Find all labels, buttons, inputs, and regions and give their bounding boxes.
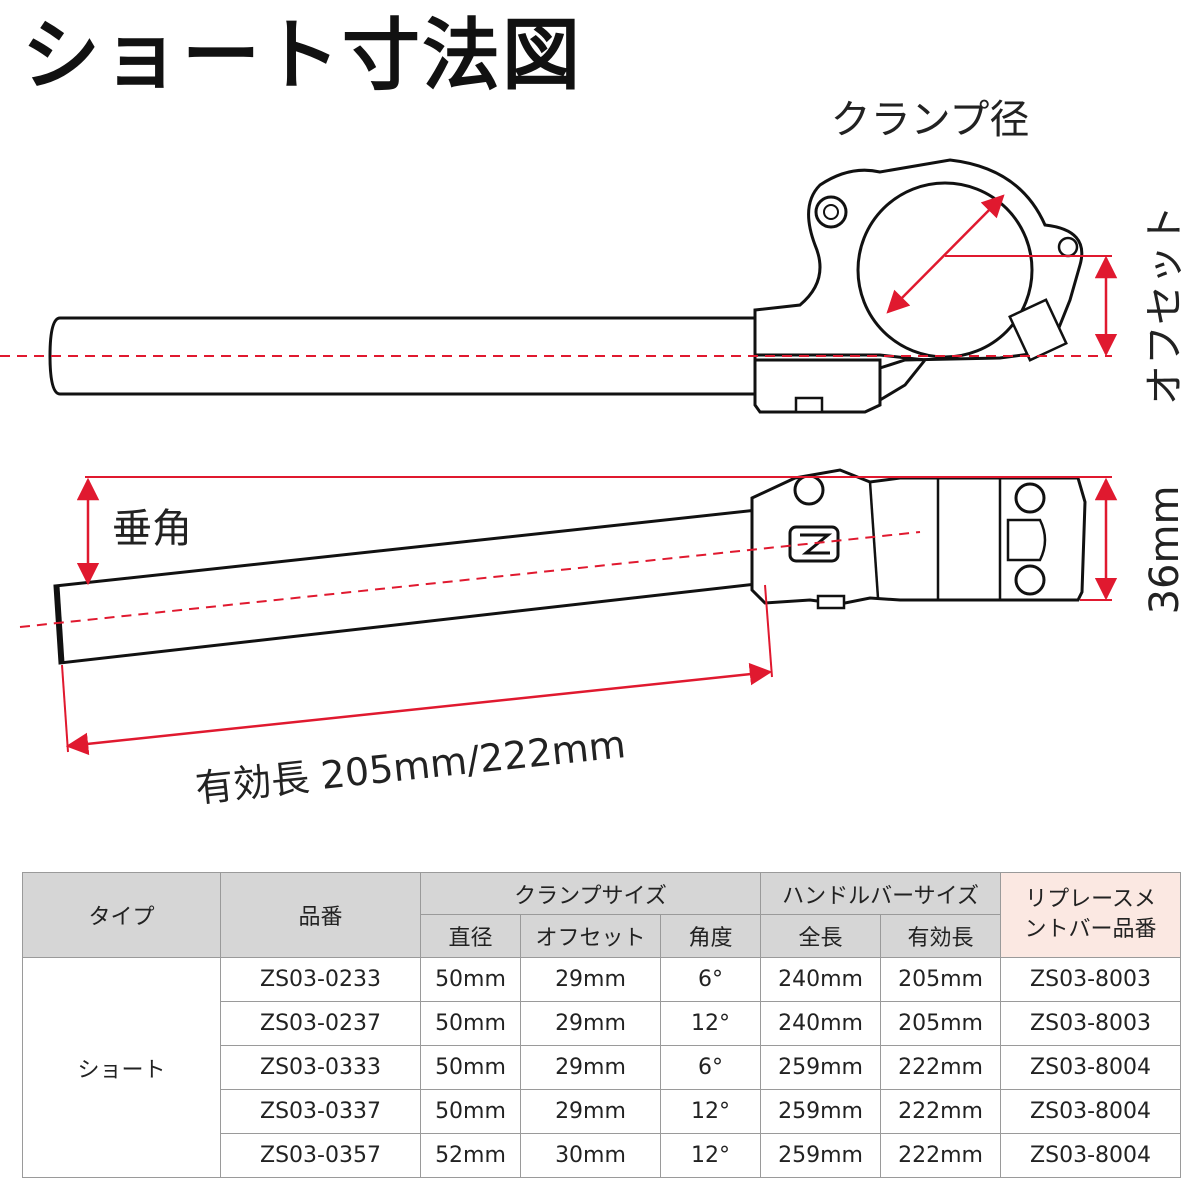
header-offset: オフセット <box>520 914 661 958</box>
part-no-cell: ZS03-0333 <box>220 1045 421 1090</box>
header-replacement-line1: リプレースメ <box>1025 887 1156 912</box>
side-bolt-top-right <box>1014 482 1046 514</box>
effective-length-label: 有効長 205mm/222mm <box>193 722 627 811</box>
diameter-cell: 50mm <box>420 1089 521 1134</box>
page-title: ショート寸法図 <box>22 11 583 101</box>
offset-cell: 30mm <box>520 1133 661 1178</box>
header-diameter: 直径 <box>420 914 521 958</box>
offset-cell: 29mm <box>520 1001 661 1046</box>
table-row: ZS03-0357 52mm 30mm 12° 259mm 222mm ZS03… <box>23 1133 1182 1178</box>
angle-cell: 12° <box>659 1133 762 1178</box>
offset-label: オフセット <box>1142 205 1188 405</box>
part-no-cell: ZS03-0233 <box>220 957 421 1002</box>
effective-length-cell: 222mm <box>880 1089 1002 1134</box>
header-type: タイプ <box>22 872 221 958</box>
dimension-diagram: クランプ径 オフセット 垂角 36mm 有効長 205mm/2 <box>0 97 1188 811</box>
angle-cell: 6° <box>659 957 762 1002</box>
diameter-cell: 52mm <box>420 1133 521 1178</box>
replacement-cell: ZS03-8004 <box>1000 1133 1182 1178</box>
replacement-cell: ZS03-8004 <box>1000 1089 1182 1134</box>
angle-cell: 12° <box>659 1089 762 1134</box>
pinch-bolt <box>1008 298 1068 362</box>
effective-length-cell: 205mm <box>880 957 1002 1002</box>
replacement-cell: ZS03-8003 <box>1000 957 1182 1002</box>
effective-length-cell: 205mm <box>880 1001 1002 1046</box>
effective-length-arrow <box>65 662 773 756</box>
side-view: 垂角 36mm 有効長 205mm/222mm <box>19 468 1188 811</box>
total-length-cell: 259mm <box>760 1133 882 1178</box>
header-part-no: 品番 <box>220 872 421 958</box>
top-view: クランプ径 オフセット <box>0 97 1188 414</box>
pivot-bolt-inner <box>823 204 839 220</box>
logo-badge <box>788 525 840 563</box>
header-effective-length: 有効長 <box>880 914 1002 958</box>
bottom-bolt <box>794 396 824 414</box>
side-clamp-groove <box>1006 518 1047 562</box>
diameter-cell: 50mm <box>420 1001 521 1046</box>
height-label: 36mm <box>1142 486 1188 615</box>
side-bolt-top-left <box>793 474 825 506</box>
clamp-diameter-label: クランプ径 <box>831 97 1030 143</box>
part-no-cell: ZS03-0337 <box>220 1089 421 1134</box>
offset-cell: 29mm <box>520 1089 661 1134</box>
type-cell: ショート <box>22 957 221 1178</box>
spec-table: タイプ 品番 クランプサイズ ハンドルバーサイズ リプレースメ ントバー品番 直… <box>22 872 1182 1178</box>
angle-cell: 12° <box>659 1001 762 1046</box>
replacement-cell: ZS03-8004 <box>1000 1045 1182 1090</box>
length-ext-right <box>764 584 773 678</box>
clamp-diameter-arrow <box>886 194 1005 314</box>
diameter-cell: 50mm <box>420 957 521 1002</box>
header-replacement-line2: ントバー品番 <box>1024 917 1157 942</box>
total-length-cell: 259mm <box>760 1045 882 1090</box>
part-no-cell: ZS03-0357 <box>220 1133 421 1178</box>
length-ext-left <box>61 664 69 753</box>
top-tube <box>48 316 757 396</box>
effective-length-cell: 222mm <box>880 1045 1002 1090</box>
side-bottom-bolt <box>816 594 846 610</box>
drop-angle-label: 垂角 <box>112 506 192 552</box>
header-total-length: 全長 <box>760 914 882 958</box>
total-length-cell: 259mm <box>760 1089 882 1134</box>
header-replacement-bar: リプレースメ ントバー品番 <box>1000 872 1182 958</box>
part-no-cell: ZS03-0237 <box>220 1001 421 1046</box>
replacement-cell: ZS03-8003 <box>1000 1001 1182 1046</box>
total-length-cell: 240mm <box>760 957 882 1002</box>
header-clamp-size: クランプサイズ <box>419 872 762 915</box>
table-row: ZS03-0237 50mm 29mm 12° 240mm 205mm ZS03… <box>23 1001 1182 1046</box>
clamp-bore <box>856 181 1034 359</box>
offset-cell: 29mm <box>520 1045 661 1090</box>
lower-clamp-block <box>753 358 882 414</box>
side-bolt-bottom-right <box>1014 564 1046 596</box>
table-row: ZS03-0333 50mm 29mm 6° 259mm 222mm ZS03-… <box>23 1045 1182 1090</box>
offset-cell: 29mm <box>520 957 661 1002</box>
total-length-cell: 240mm <box>760 1001 882 1046</box>
ear-hole <box>1057 236 1079 258</box>
diameter-cell: 50mm <box>420 1045 521 1090</box>
tube-end-cap <box>54 585 65 664</box>
side-center-line <box>19 531 921 628</box>
side-clamp-seam-1 <box>868 481 880 599</box>
angle-cell: 6° <box>659 1045 762 1090</box>
header-angle: 角度 <box>659 914 762 958</box>
logo-mark <box>800 533 833 555</box>
header-handlebar-size: ハンドルバーサイズ <box>760 872 1002 915</box>
table-row: ショート ZS03-0233 50mm 29mm 6° 240mm 205mm … <box>22 957 1182 1178</box>
effective-length-cell: 222mm <box>880 1133 1002 1178</box>
